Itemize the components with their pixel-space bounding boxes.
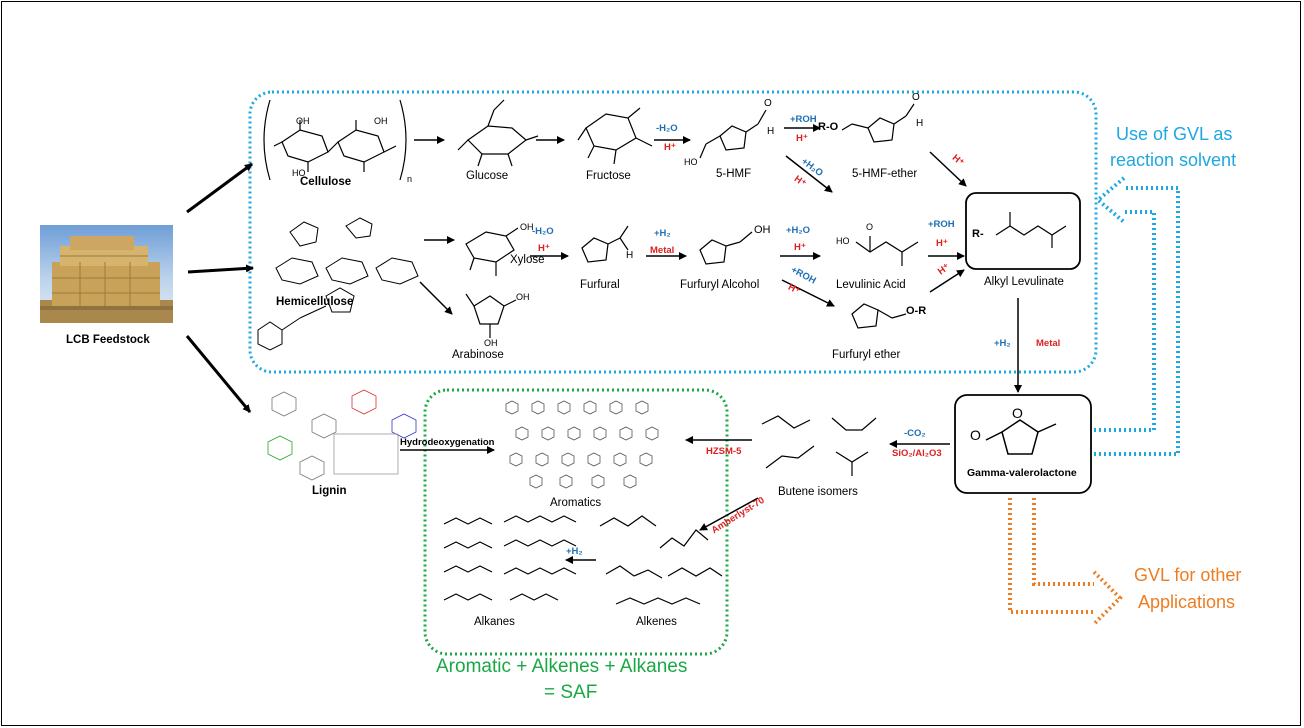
gvl-solvent-arrow	[1094, 176, 1180, 456]
hmf-ether-h-label: H	[916, 118, 924, 129]
furfuryl-alcohol-label: Furfuryl Alcohol	[680, 279, 760, 291]
cellulose-structure	[263, 99, 407, 181]
furfuryl-alcohol-oh-label: OH	[754, 224, 771, 236]
aromatics-structures	[505, 400, 659, 489]
lcb-feedstock-label: LCB Feedstock	[66, 334, 150, 346]
hmf-ho-label: HO	[684, 157, 698, 167]
alkanes-structures	[443, 515, 577, 601]
hmf-ether-o-label: O	[912, 92, 920, 103]
cellulose-label: Cellulose	[300, 176, 352, 188]
hmf-structure	[699, 109, 767, 159]
gvl-label: Gamma-valerolactone	[967, 467, 1077, 479]
alkanes-label: Alkanes	[474, 616, 515, 628]
reagent-minus-co2: -CO₂	[904, 428, 926, 439]
reagent-plus-h2-1: +H₂	[654, 228, 671, 239]
reagent-plus-roh-1: +ROH	[790, 114, 817, 125]
hmf-ether-r-label: R-O	[818, 121, 839, 133]
furfuryl-ether-label: Furfuryl ether	[832, 349, 901, 361]
glucose-label: Glucose	[466, 170, 509, 182]
reagent-sio2-al2o3: SiO₂/Al₂O3	[892, 448, 942, 459]
furfuryl-ether-structure	[851, 303, 907, 329]
reagent-minus-h2o-2: -H₂O	[532, 226, 554, 237]
cellulose-oh-label: OH	[296, 116, 310, 126]
gvl-o-label: O	[970, 427, 981, 443]
levulinic-acid-o-label: O	[866, 222, 874, 232]
arabinose-oh-label-2: OH	[484, 338, 498, 348]
saf-callout-line1: Aromatic + Alkenes + Alkanes	[436, 656, 688, 677]
hemicellulose-label: Hemicellulose	[276, 296, 354, 308]
alkyl-levulinate-r-label: R-	[972, 228, 984, 240]
reagent-h-plus-6: H⁺	[794, 242, 806, 253]
reagent-hzsm5: HZSM-5	[706, 446, 742, 457]
reagent-plus-h2-2: +H₂	[994, 338, 1011, 349]
hay-bales-image	[40, 225, 173, 323]
cellulose-ho-label: HO	[292, 168, 306, 178]
gvl-structure	[985, 419, 1057, 455]
furfural-label: Furfural	[580, 279, 620, 291]
gvl-ring-o-label: O	[1012, 405, 1023, 421]
lignin-structure	[267, 389, 417, 481]
reagent-plus-h2o-2: +H₂O	[786, 225, 811, 236]
alkenes-label: Alkenes	[636, 616, 677, 628]
butene-isomers-label: Butene isomers	[778, 486, 858, 498]
hmf-label: 5-HMF	[716, 168, 752, 180]
reagent-h-plus-2: H⁺	[796, 133, 808, 144]
furfuryl-ether-or-label: O-R	[906, 305, 927, 317]
levulinic-acid-structure	[855, 236, 919, 266]
hmf-ether-label: 5-HMF-ether	[852, 168, 918, 180]
saf-region	[423, 388, 729, 656]
butene-isomers-structures	[761, 415, 877, 476]
hemicellulose-structure	[257, 217, 419, 351]
arabinose-label: Arabinose	[452, 349, 504, 361]
hmf-ether-structure	[841, 103, 915, 143]
reagent-metal-1: Metal	[650, 245, 675, 256]
fructose-label: Fructose	[586, 170, 631, 182]
fructose-structure	[577, 107, 653, 165]
xylose-oh-label: OH	[520, 222, 534, 232]
gvl-solvent-callout-line2: reaction solvent	[1110, 150, 1237, 170]
xylose-structure	[465, 227, 519, 276]
reagent-metal-2: Metal	[1036, 338, 1061, 349]
hmf-h-label: H	[767, 126, 775, 137]
carbohydrate-region	[248, 90, 1098, 374]
saf-callout-line2: = SAF	[544, 682, 598, 703]
aromatics-label: Aromatics	[550, 497, 602, 509]
furfural-structure	[581, 225, 629, 263]
hmf-o-label: O	[764, 98, 772, 109]
furfuryl-alcohol-structure	[699, 231, 753, 265]
alkyl-levulinate-label: Alkyl Levulinate	[984, 276, 1064, 288]
reagent-h-plus-8: H⁺	[936, 238, 948, 249]
gvl-other-callout-line2: Applications	[1138, 592, 1236, 612]
gvl-other-arrow	[1008, 498, 1123, 626]
cellulose-n-label: n	[407, 174, 413, 184]
arabinose-structure	[465, 293, 517, 338]
gvl-other-callout-line1: GVL for other	[1134, 565, 1242, 585]
arabinose-oh-label: OH	[516, 292, 530, 302]
levulinic-acid-ho-label: HO	[836, 236, 850, 246]
hydrodeoxygenation-label: Hydrodeoxygenation	[400, 437, 495, 448]
reagent-plus-h2-3: +H₂	[566, 546, 583, 557]
gvl-solvent-callout-line1: Use of GVL as	[1116, 124, 1233, 144]
furfural-h-label: H	[626, 250, 634, 261]
gvl-box	[954, 394, 1092, 494]
xylose-label: Xylose	[510, 254, 545, 266]
reagent-h-plus-1: H⁺	[664, 142, 676, 153]
cellulose-oh-label-2: OH	[374, 116, 388, 126]
alkyl-levulinate-box	[965, 192, 1081, 270]
reagent-h-plus-5: H⁺	[538, 243, 550, 254]
levulinic-acid-label: Levulinic Acid	[836, 279, 906, 291]
reagent-minus-h2o-1: -H₂O	[656, 123, 678, 134]
lignin-label: Lignin	[312, 485, 347, 497]
alkenes-structures	[599, 515, 723, 605]
reagent-plus-roh-3: +ROH	[928, 219, 955, 230]
glucose-structure	[457, 99, 539, 167]
